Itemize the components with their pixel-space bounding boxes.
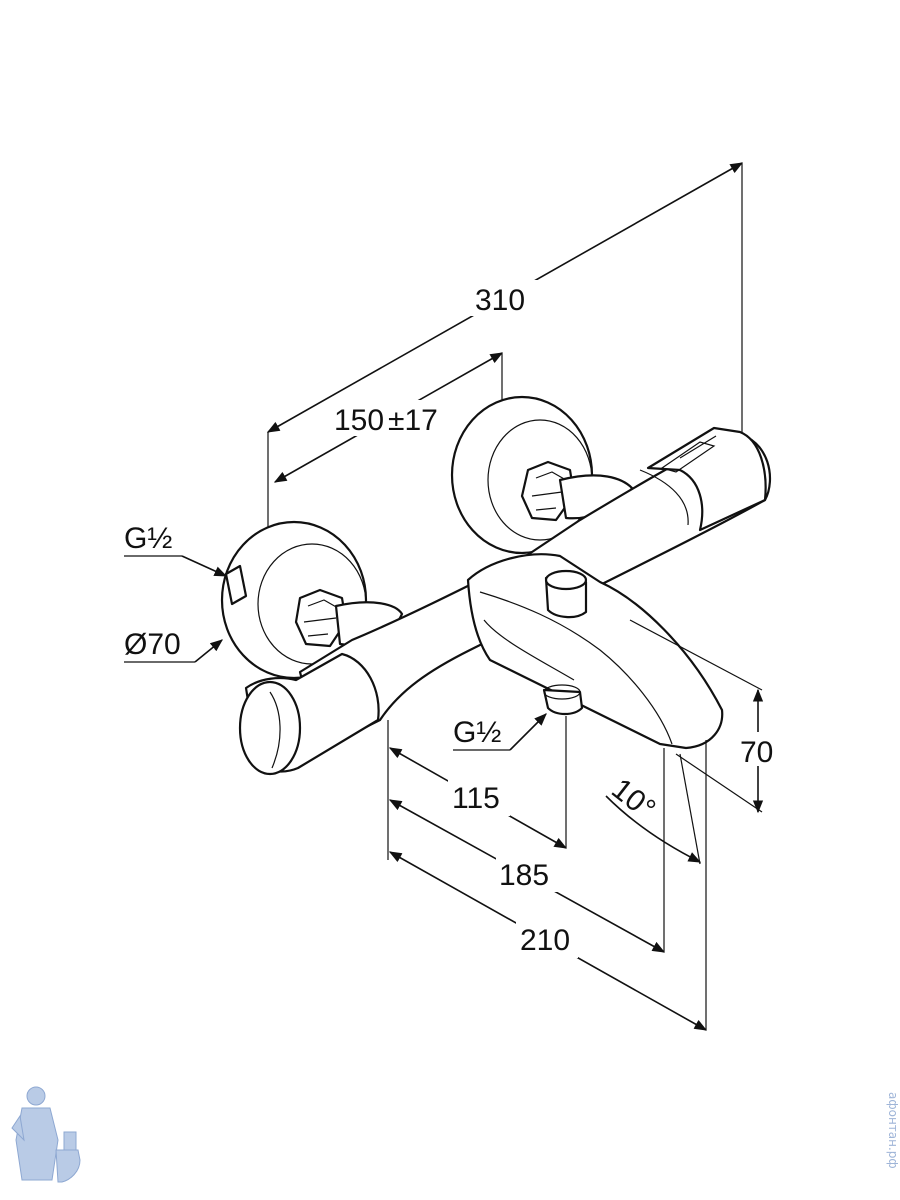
watermark-text: афонтан.рф [886,1092,900,1169]
extension-line-70-top [629,619,763,691]
label-310: 310 [475,284,525,317]
label-70: 70 [740,736,773,769]
label-210: 210 [520,924,570,957]
label-g-half-inlet: G½ [124,522,172,555]
shower-outlet [542,688,584,716]
label-150: 150 [334,404,384,437]
flow-handle-cap [238,680,302,776]
label-group-outlet: G½ [453,713,547,751]
extension-line-70-bottom [675,753,763,813]
leader-diameter-arrow [194,639,223,663]
label-g-half-outlet: G½ [453,716,501,749]
dimension-115: 115 [388,747,568,849]
label-10-degrees: 10° [605,772,661,826]
dimension-150: 150 ±17 [273,352,504,483]
label-115: 115 [452,782,500,815]
temperature-handle[interactable] [646,426,767,532]
faucet-body [220,395,772,776]
plumber-with-toilet-icon [11,1086,81,1183]
label-150-tolerance: ±17 [388,404,438,437]
label-diameter-70: Ø70 [124,628,181,661]
bath-spout [466,553,724,750]
label-185: 185 [499,859,549,892]
leader-outlet-arrow [509,713,547,751]
front-inlet-stub [224,564,248,606]
dimension-70: 70 [629,619,782,814]
label-group-left-inlet: G½ Ø70 [124,522,228,663]
dimension-angle: 10° [605,753,702,865]
temperature-handle-grip [660,441,716,473]
dimension-210: 210 [388,851,708,1031]
dimension-310: 310 [266,162,744,640]
leader-g-half-arrow [181,555,228,577]
angle-reference-line [679,753,701,865]
